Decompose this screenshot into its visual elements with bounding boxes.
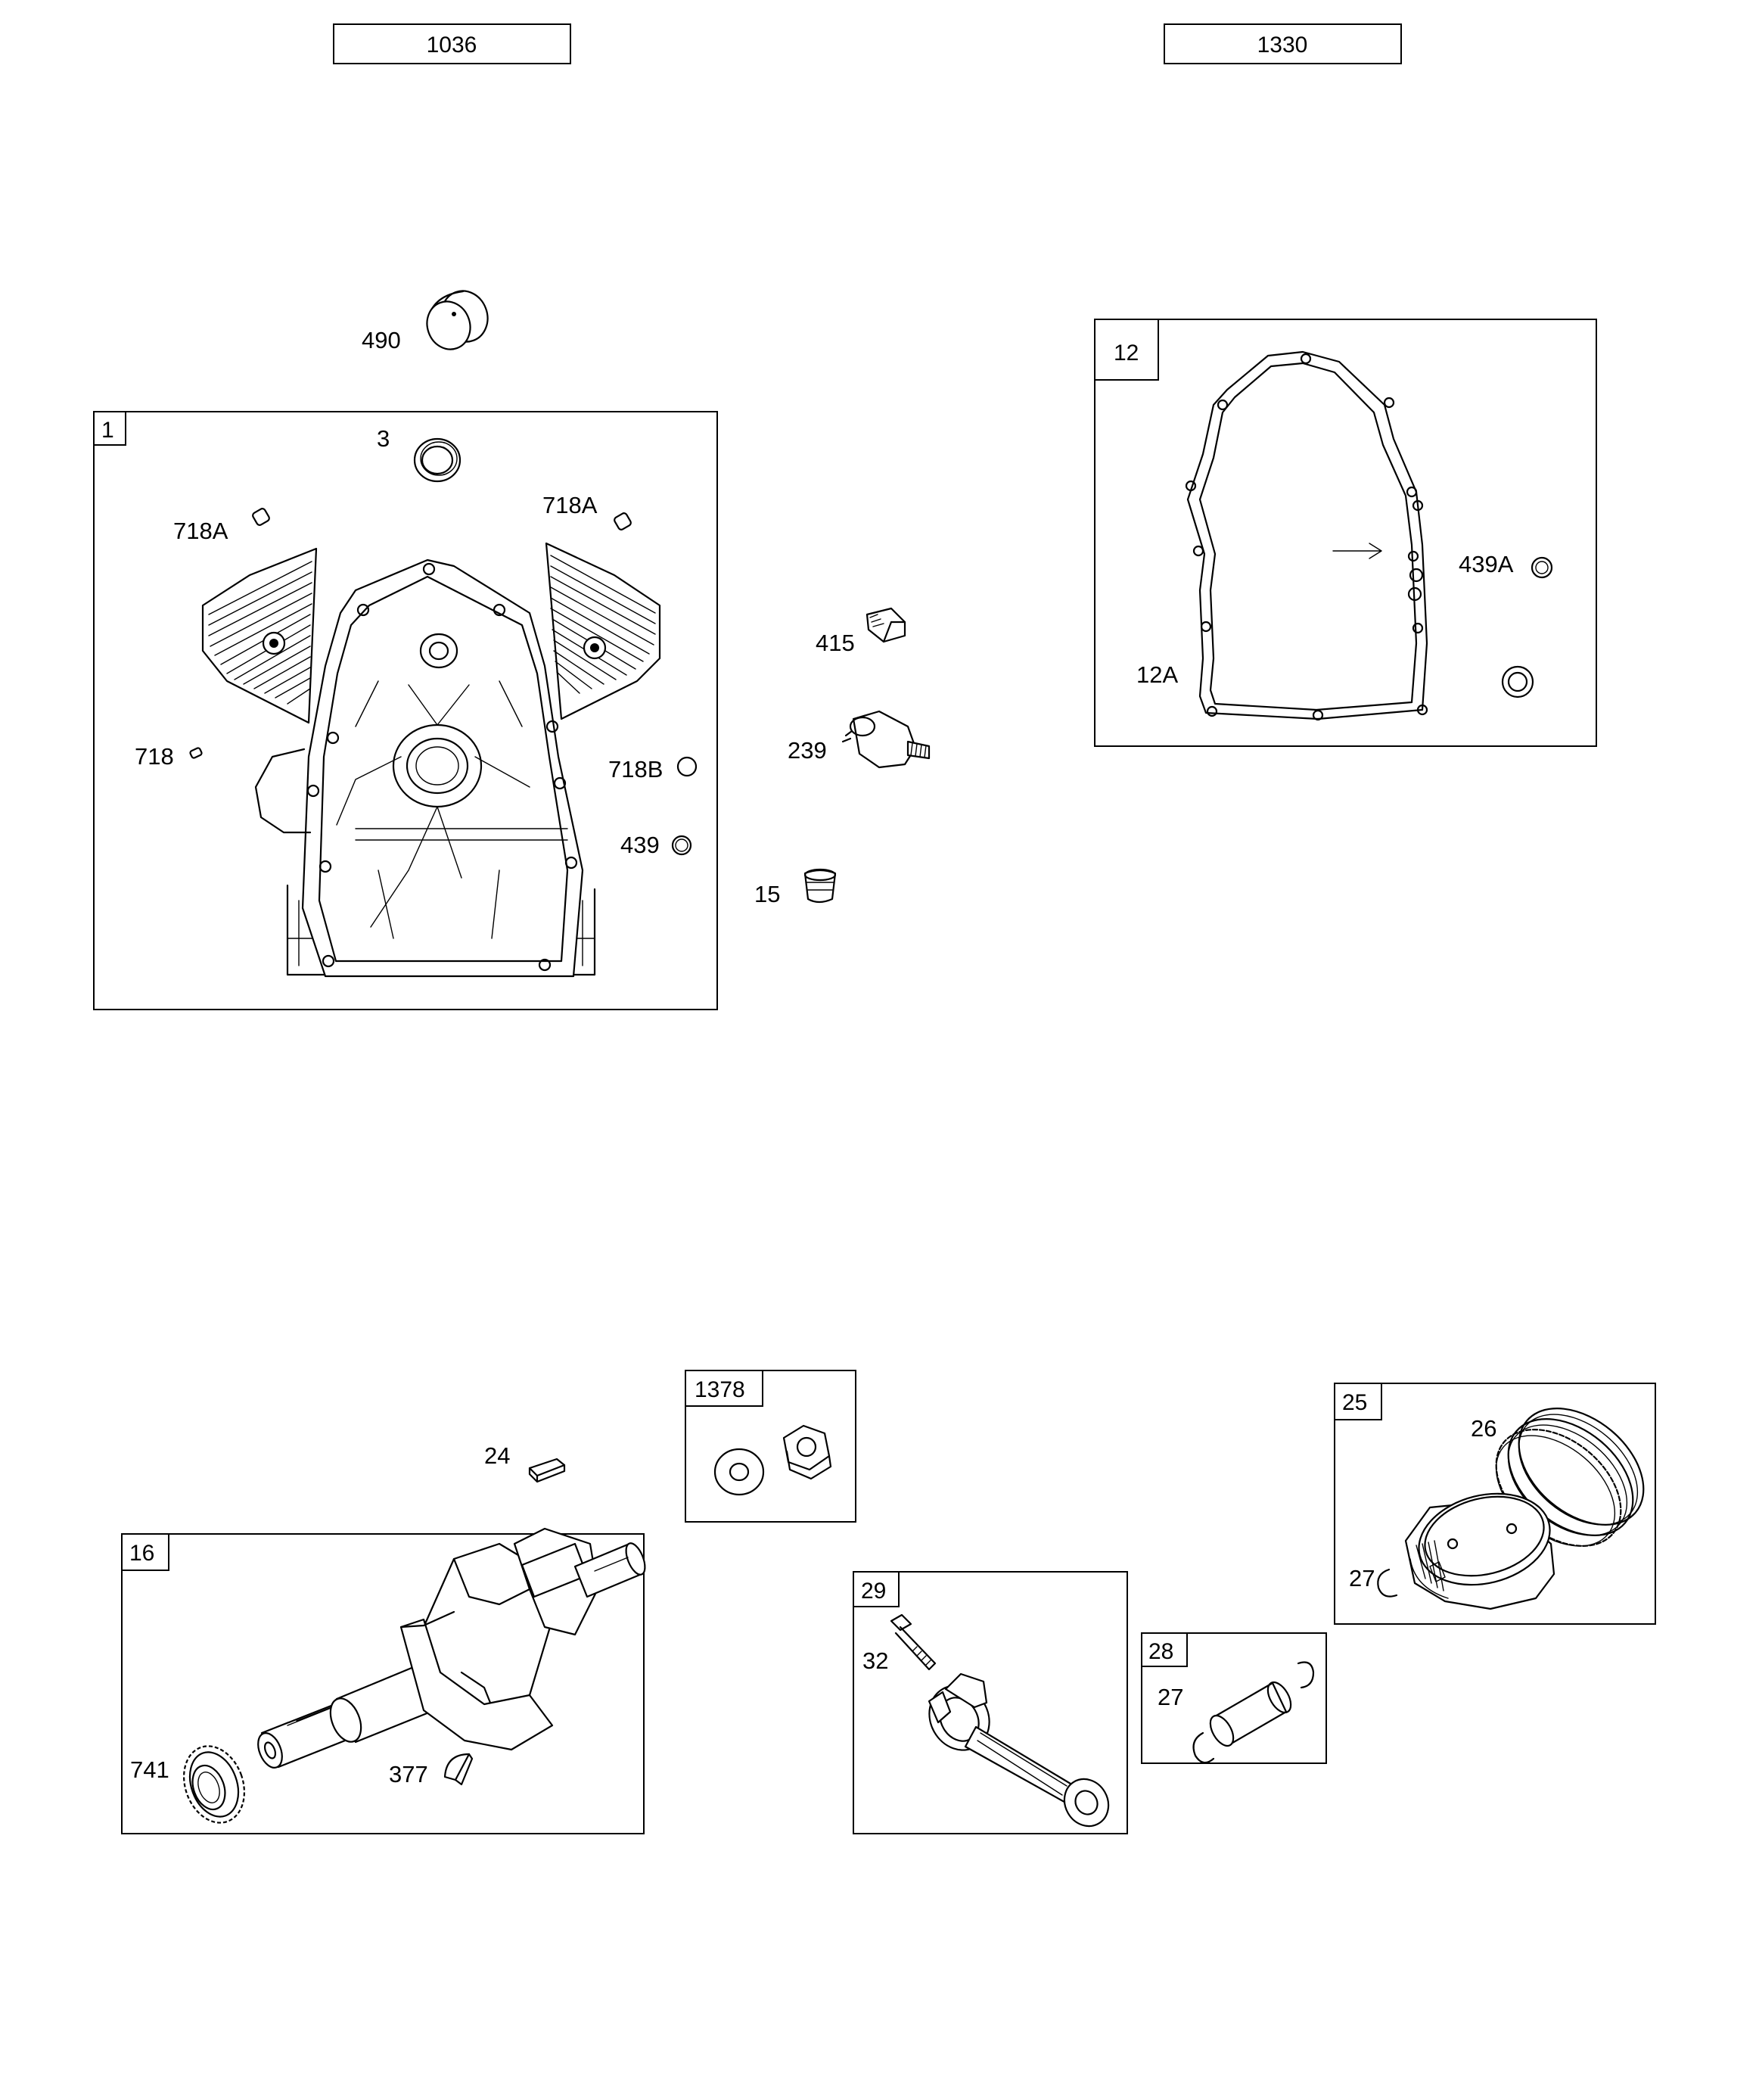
part-dowel-718A-left — [252, 508, 270, 526]
part-dowel-718A-right — [614, 512, 632, 530]
part-plug-415 — [866, 607, 906, 643]
part-washer-1378 — [713, 1448, 765, 1496]
callout-12A: 12A — [1136, 661, 1178, 688]
group-box-29 — [853, 1571, 1128, 1834]
part-washer-12 — [1501, 665, 1534, 698]
part-bearing-sleeve-490 — [426, 290, 489, 350]
group-label-25: 25 — [1342, 1390, 1367, 1415]
part-fitting-15 — [803, 868, 837, 904]
part-crankshaft-16 — [257, 1527, 646, 1769]
group-label-29: 29 — [861, 1579, 886, 1604]
callout-439A: 439A — [1459, 551, 1514, 577]
part-dowel-718 — [189, 747, 203, 759]
part-retaining-ring-27-piston — [1377, 1568, 1398, 1598]
group-box-25 — [1334, 1383, 1656, 1625]
header-right-label: 1330 — [1257, 33, 1308, 58]
group-box-1378 — [685, 1370, 856, 1523]
callout-718: 718 — [135, 743, 174, 770]
part-retaining-ring-27-pin-right — [1297, 1661, 1315, 1689]
header-left-label: 1036 — [427, 33, 477, 58]
callout-377: 377 — [389, 1761, 428, 1787]
callout-27-pin: 27 — [1158, 1684, 1183, 1710]
callout-741: 741 — [130, 1756, 169, 1783]
header-box-left: 1036 — [333, 23, 571, 64]
group-box-28 — [1141, 1632, 1327, 1764]
group-box-16 — [121, 1533, 645, 1834]
part-nut-1378 — [782, 1424, 832, 1480]
group-label-12: 12 — [1114, 341, 1139, 366]
group-box-1 — [93, 411, 718, 1010]
part-retaining-ring-27-pin-left — [1192, 1731, 1215, 1764]
group-label-16: 16 — [129, 1541, 154, 1566]
part-oil-pressure-switch-239 — [841, 710, 931, 769]
callout-415: 415 — [816, 630, 855, 656]
callout-24: 24 — [484, 1442, 510, 1469]
callout-718B: 718B — [608, 756, 663, 782]
callout-439: 439 — [620, 832, 660, 858]
callout-718A-left: 718A — [173, 518, 228, 544]
part-connecting-rod-29 — [928, 1672, 1110, 1828]
part-cylinder-block — [201, 542, 661, 978]
part-woodruff-key-377 — [443, 1753, 474, 1786]
callout-490: 490 — [362, 327, 401, 353]
header-box-right: 1330 — [1164, 23, 1402, 64]
part-oil-seal-3 — [413, 437, 462, 483]
part-ring-718B — [676, 756, 698, 777]
callout-239: 239 — [788, 737, 827, 764]
group-label-28: 28 — [1148, 1639, 1173, 1664]
part-gasket-12A — [1185, 350, 1428, 721]
group-label-1: 1 — [101, 418, 114, 443]
callout-3: 3 — [377, 425, 390, 452]
part-piston-25 — [1404, 1492, 1555, 1610]
callout-32: 32 — [862, 1647, 888, 1674]
part-oring-439 — [671, 835, 692, 856]
part-key-24 — [528, 1458, 566, 1483]
callout-26: 26 — [1471, 1415, 1496, 1442]
callout-15: 15 — [754, 881, 780, 907]
callout-718A-right: 718A — [542, 492, 598, 518]
group-box-12 — [1094, 319, 1597, 747]
group-label-1378: 1378 — [695, 1377, 745, 1402]
callout-27-piston: 27 — [1349, 1565, 1375, 1591]
part-rod-bolt-32 — [890, 1613, 937, 1671]
part-piston-pin-28 — [1209, 1681, 1292, 1747]
part-timing-gear-741 — [183, 1745, 245, 1824]
part-oring-439A — [1531, 556, 1553, 579]
